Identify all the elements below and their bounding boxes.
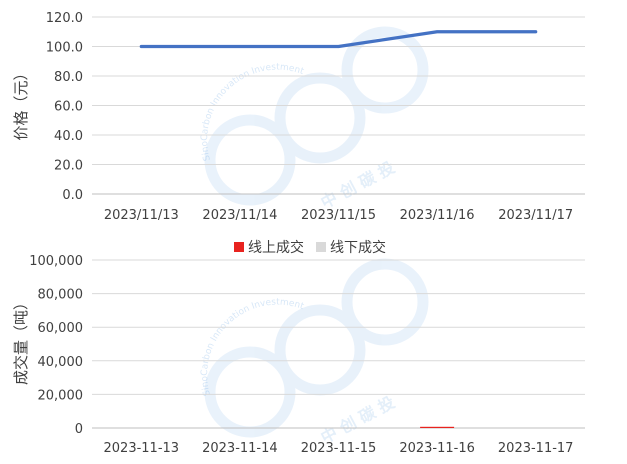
- watermark-top: [204, 26, 429, 206]
- volume-y-ticks: 0 20,000 40,000 60,000 80,000 100,000: [29, 254, 83, 437]
- legend-swatch-online: [234, 242, 244, 252]
- price-y-tick-label: 80.0: [54, 70, 83, 85]
- volume-bar-online: [420, 426, 455, 428]
- volume-y-tick-label: 20,000: [38, 388, 84, 403]
- price-x-tick-label: 2023/11/17: [498, 208, 573, 223]
- volume-y-tick-label: 80,000: [38, 288, 84, 303]
- volume-bars: [420, 426, 455, 428]
- price-y-tick-label: 40.0: [54, 129, 83, 144]
- price-series: [139, 30, 538, 49]
- price-x-tick-label: 2023/11/14: [202, 208, 277, 223]
- price-series-line: [139, 30, 538, 49]
- volume-legend: 线上成交 线下成交: [234, 239, 386, 256]
- price-x-tick-label: 2023/11/15: [301, 208, 376, 223]
- volume-grid: [92, 259, 585, 429]
- price-y-tick-label: 0.0: [62, 188, 83, 203]
- volume-y-tick-label: 100,000: [29, 254, 83, 269]
- price-grid: [92, 16, 585, 195]
- watermark-cn-bottom: 中 创 碳 投: [318, 393, 398, 448]
- price-y-ticks: 0.0 20.0 40.0 60.0 80.0 100.0 120.0: [46, 11, 83, 203]
- price-y-tick-label: 60.0: [54, 100, 83, 115]
- price-x-ticks: 2023/11/13 2023/11/14 2023/11/15 2023/11/16…: [104, 208, 573, 223]
- legend-swatch-offline: [316, 242, 326, 252]
- watermark-bottom: [204, 258, 429, 438]
- price-y-tick-label: 100.0: [46, 41, 83, 56]
- watermark-cn-top: 中 创 碳 投: [318, 158, 398, 213]
- price-x-tick-label: 2023/11/16: [400, 208, 475, 223]
- volume-x-ticks: 2023-11-13 2023-11-14 2023-11-15 2023-11-16…: [104, 441, 574, 456]
- volume-x-tick-label: 2023-11-13: [104, 441, 180, 456]
- volume-x-tick-label: 2023-11-17: [498, 441, 574, 456]
- volume-x-tick-label: 2023-11-16: [399, 441, 475, 456]
- volume-y-tick-label: 40,000: [38, 355, 84, 370]
- legend-label-online: 线上成交: [248, 239, 304, 256]
- price-line-chart: 0.0 20.0 40.0 60.0 80.0 100.0 120.0 2023/11/13…: [12, 11, 585, 223]
- volume-x-tick-label: 2023-11-15: [301, 441, 377, 456]
- volume-y-tick-label: 60,000: [38, 321, 84, 336]
- price-y-tick-label: 20.0: [54, 159, 83, 174]
- volume-y-tick-label: 0: [75, 422, 83, 437]
- volume-x-tick-label: 2023-11-14: [202, 441, 278, 456]
- price-x-tick-label: 2023/11/13: [104, 208, 179, 223]
- price-y-axis-label: 价格（元）: [12, 65, 30, 140]
- price-y-tick-label: 120.0: [46, 11, 83, 26]
- legend-label-offline: 线下成交: [330, 239, 386, 256]
- volume-bar-chart: 0 20,000 40,000 60,000 80,000 100,000 2023-11…: [12, 254, 585, 456]
- volume-y-axis-label: 成交量（吨）: [12, 295, 30, 385]
